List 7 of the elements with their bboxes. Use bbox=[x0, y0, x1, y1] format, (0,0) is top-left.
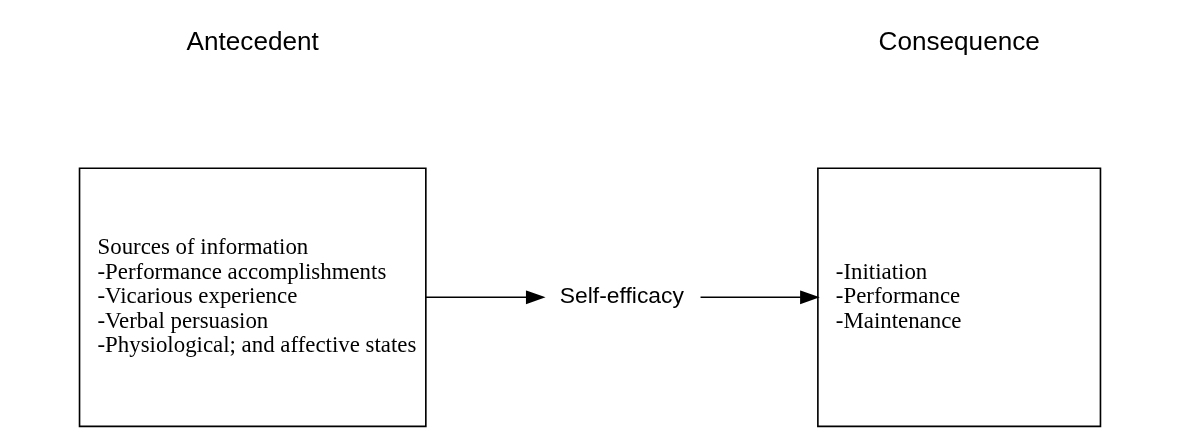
label: Consequence bbox=[878, 26, 1040, 57]
node-text: Self-efficacy bbox=[559, 282, 684, 309]
node-box: -Initiation -Performance -Maintenance bbox=[817, 167, 1102, 428]
arrow bbox=[425, 290, 546, 305]
label: Antecedent bbox=[186, 26, 319, 57]
node-box: Sources of information -Performance accomplishments -Vicarious experience -Verbal persuasion -Physiological; and affective states bbox=[78, 167, 427, 428]
arrow bbox=[699, 290, 820, 305]
